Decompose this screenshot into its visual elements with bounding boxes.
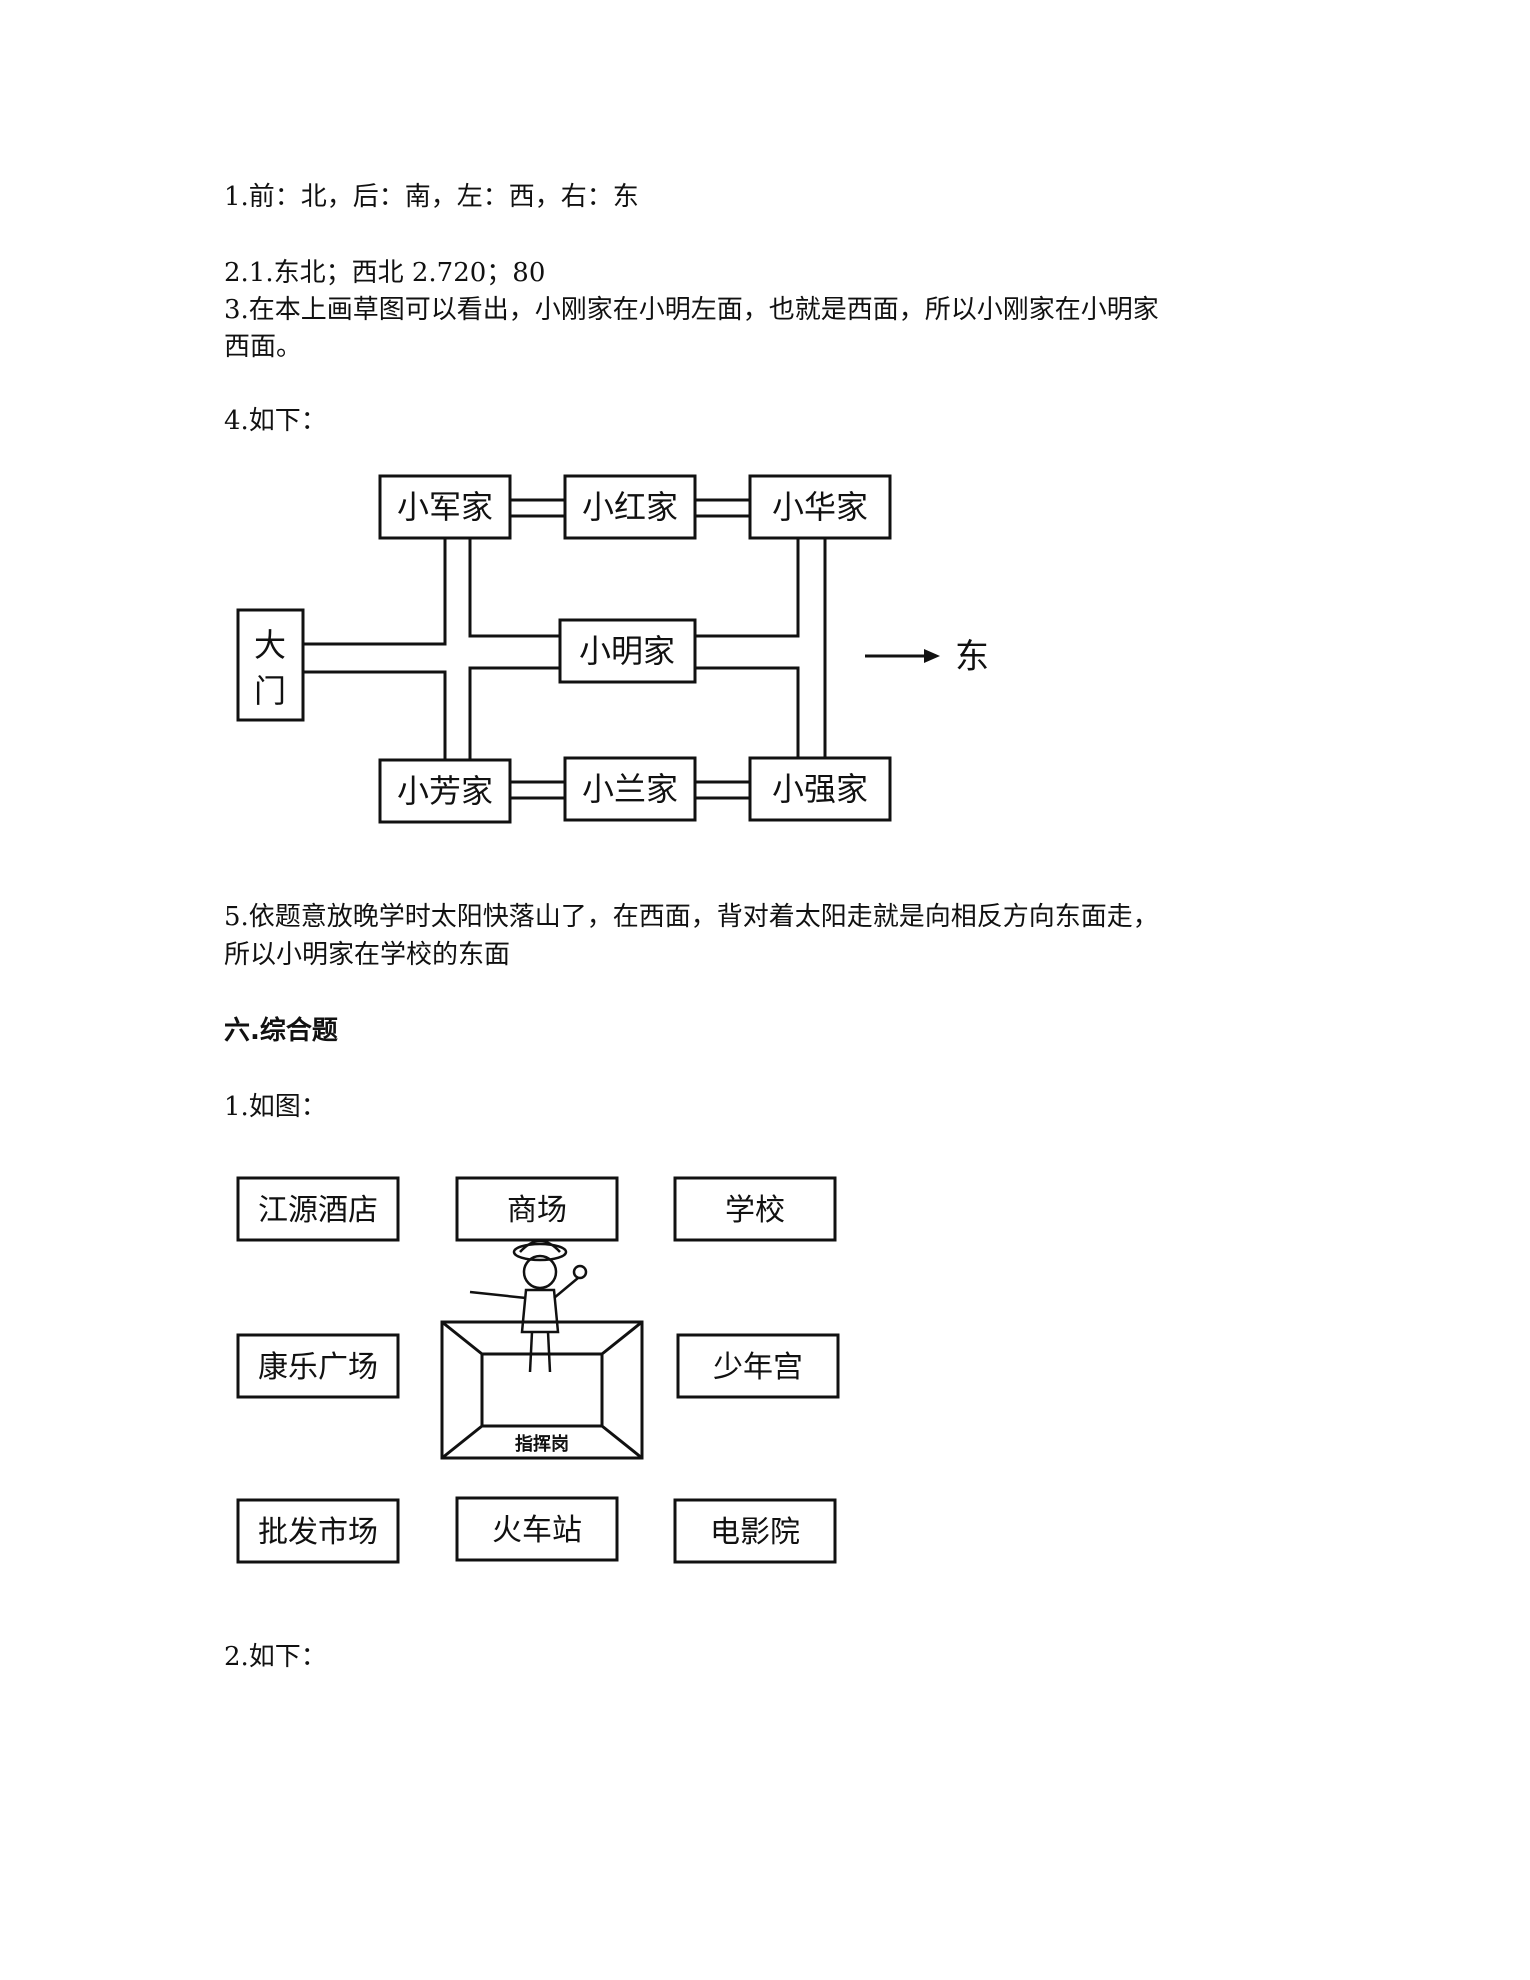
section-6-q2: 2.如下：	[224, 1642, 327, 1672]
label-shaoniangong: 少年宫	[713, 1350, 803, 1385]
label-huochezhan: 火车站	[492, 1513, 582, 1548]
label-kangle: 康乐广场	[258, 1350, 378, 1385]
label-xiaohua: 小华家	[772, 488, 868, 526]
answer-5-line-1: 5.依题意放晚学时太阳快落山了，在西面，背对着太阳走就是向相反方向东面走，	[224, 902, 1159, 932]
box-xiaolan	[563, 756, 697, 822]
traffic-police-icon	[469, 1239, 588, 1373]
answer-3-line-1: 3.在本上画草图可以看出，小刚家在小明左面，也就是西面，所以小刚家在小明家	[224, 295, 1159, 325]
box-xuexiao	[673, 1176, 837, 1242]
section-6-q1: 1.如图：	[224, 1092, 327, 1122]
city-map-figure: 江源酒店 商场 学校 康乐广场 少年宫 指挥岗 批发市场 火车站 电影院	[236, 1176, 840, 1564]
answer-5-line-2: 所以小明家在学校的东面	[224, 940, 511, 970]
label-jiangyuan: 江源酒店	[258, 1193, 378, 1228]
box-gate	[236, 608, 305, 722]
label-gate-top: 大	[254, 626, 286, 664]
label-xuexiao: 学校	[725, 1193, 785, 1228]
box-dianyingyuan	[673, 1498, 837, 1564]
box-pifa	[236, 1498, 400, 1564]
box-xiaohong	[563, 474, 697, 540]
label-xiaojun: 小军家	[397, 488, 493, 526]
label-gate-bottom: 门	[254, 672, 286, 710]
label-xiaoming: 小明家	[579, 632, 675, 670]
label-zhihuigang: 指挥岗	[515, 1433, 569, 1455]
label-pifa: 批发市场	[258, 1515, 378, 1550]
label-xiaolan: 小兰家	[582, 770, 678, 808]
box-xiaohua	[748, 474, 892, 540]
box-huochezhan	[455, 1496, 619, 1562]
label-east: 东	[955, 637, 989, 677]
label-xiaofang: 小芳家	[397, 772, 493, 810]
box-shaoniangong	[676, 1333, 840, 1399]
box-xiaoming	[558, 618, 697, 684]
homes-map-figure: 小军家 小红家 小华家 小明家 大 门 小芳家 小兰家 小强家 东	[236, 474, 989, 824]
box-kangle	[236, 1333, 400, 1399]
section-6-heading: 六.综合题	[224, 1016, 338, 1046]
label-dianyingyuan: 电影院	[710, 1515, 800, 1550]
command-post-platform	[440, 1320, 644, 1460]
answer-4: 4.如下：	[224, 406, 327, 436]
box-jiangyuan	[236, 1176, 400, 1242]
east-arrow-head	[924, 649, 940, 663]
label-xiaoqiang: 小强家	[772, 770, 868, 808]
box-xiaoqiang	[748, 756, 892, 822]
answer-3-line-2: 西面。	[224, 332, 303, 362]
label-shangchang: 商场	[507, 1193, 567, 1228]
label-xiaohong: 小红家	[582, 488, 678, 526]
answer-1: 1.前：北，后：南，左：西，右：东	[224, 182, 639, 212]
answer-2: 2.1.东北；西北 2.720；80	[224, 258, 546, 288]
